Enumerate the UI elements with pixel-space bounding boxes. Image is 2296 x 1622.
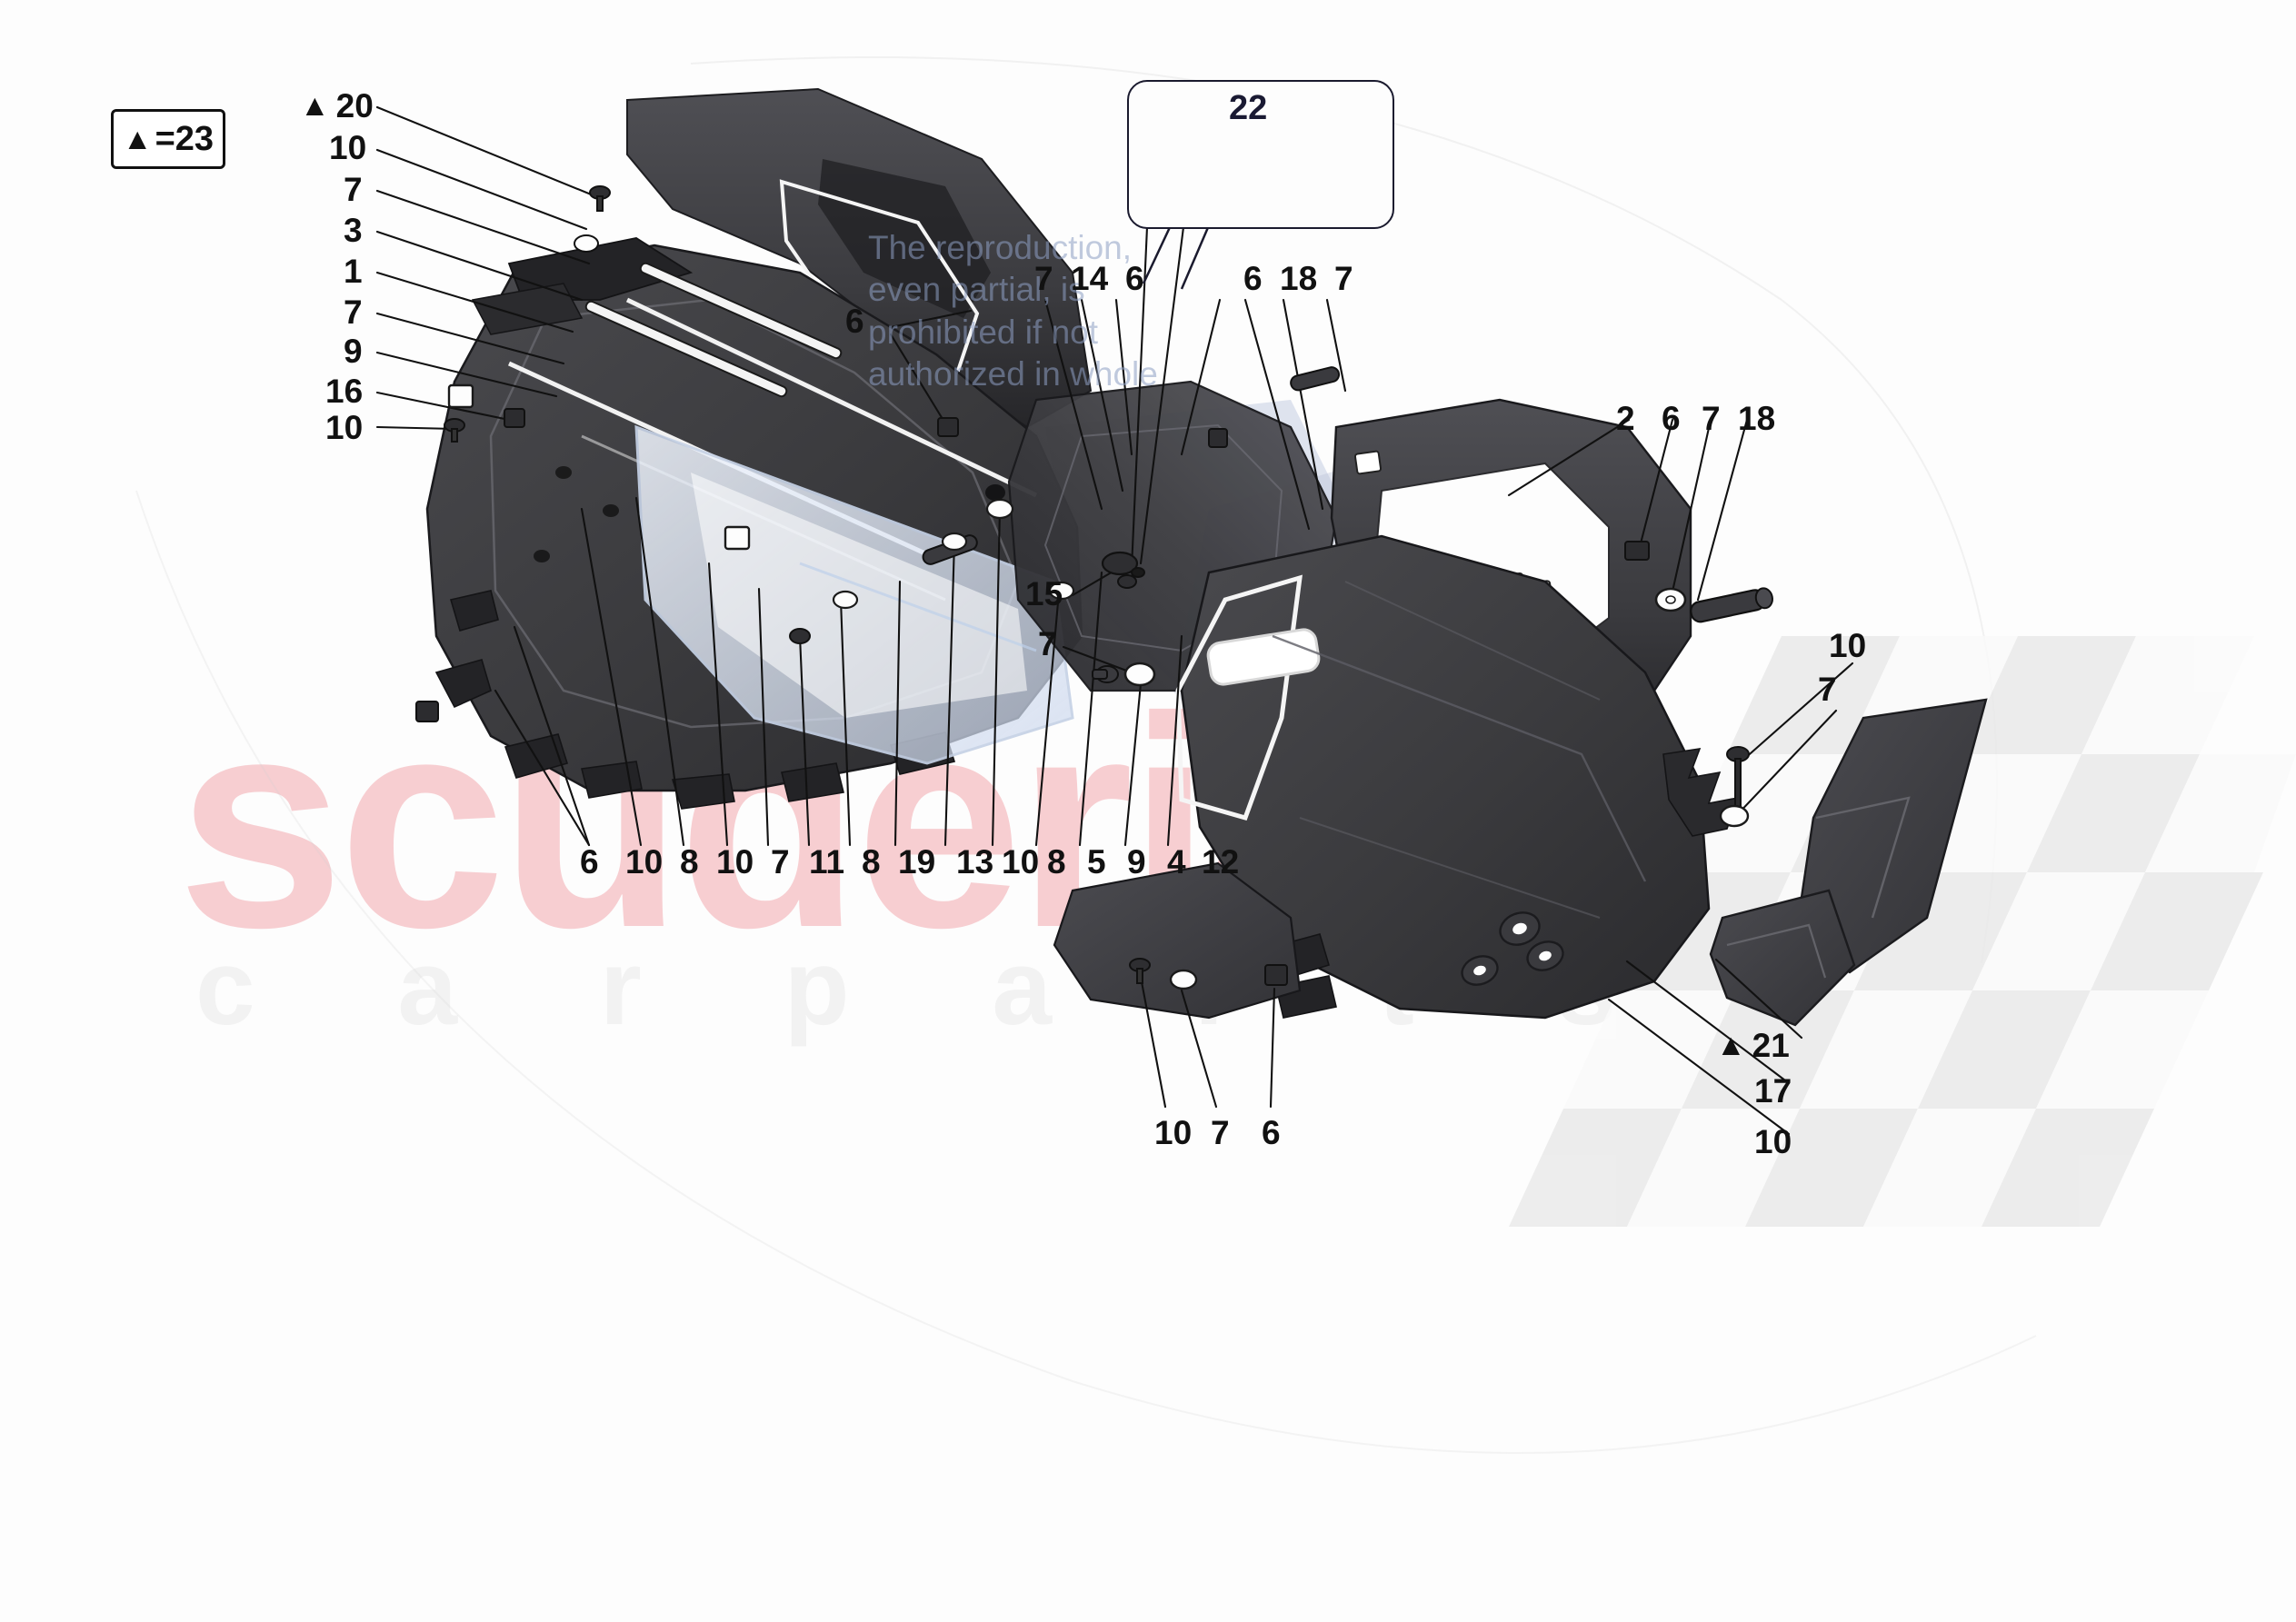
callout-botr-17: 17 <box>1754 1072 1792 1110</box>
legend-box: ▲ = 23 <box>111 109 225 169</box>
callout-left-6: 9 <box>344 333 363 370</box>
callout-left-4: 1 <box>344 253 363 290</box>
callout-bot-4: 7 <box>771 843 790 881</box>
callout-left-0: 20 <box>300 89 374 123</box>
callout-botc-2: 6 <box>1262 1114 1281 1151</box>
watermark-notice: The reproduction, even partial, is prohi… <box>868 229 1158 393</box>
callout-left-7: 16 <box>325 373 364 410</box>
callout-left-8: 10 <box>325 409 364 446</box>
callout-topB-2: 7 <box>1334 260 1353 297</box>
callout-far-7: 7 <box>1818 671 1837 708</box>
callout-topA-2: 6 <box>1125 260 1144 297</box>
callout-bot-6: 8 <box>862 843 881 881</box>
callout-right-0: 2 <box>1616 400 1635 437</box>
callout-far-10: 10 <box>1829 627 1867 664</box>
callout-topA-0: 7 <box>1034 260 1053 297</box>
callout-bot-3: 10 <box>716 843 754 881</box>
callout-right-1: 6 <box>1662 400 1681 437</box>
callout-bot-7: 19 <box>898 843 936 881</box>
callout-inner-6: 6 <box>845 303 864 340</box>
callout-topB-0: 6 <box>1243 260 1263 297</box>
callout-bot-5: 11 <box>809 843 845 881</box>
callout-botc-0: 10 <box>1154 1114 1193 1151</box>
callout-bot-2: 8 <box>680 843 699 881</box>
callout-botc-1: 7 <box>1211 1114 1230 1151</box>
callout-bot-14: 12 <box>1202 843 1240 881</box>
floor-mat-pieces <box>1709 698 1988 1027</box>
legend-equals: = <box>155 119 175 158</box>
callout-mid-7: 7 <box>1038 625 1057 662</box>
callout-bot-13: 4 <box>1167 843 1186 881</box>
callout-bot-10: 8 <box>1047 843 1066 881</box>
callout-topA-1: 14 <box>1071 260 1109 297</box>
callout-bot-12: 9 <box>1127 843 1146 881</box>
callout-right-3: 18 <box>1738 400 1776 437</box>
callout-bot-11: 5 <box>1087 843 1106 881</box>
triangle-icon: ▲ <box>122 122 153 155</box>
callout-left-2: 7 <box>344 171 363 208</box>
callout-22: 22 <box>1229 89 1268 127</box>
callout-bot-0: 6 <box>580 843 599 881</box>
callout-mid-15: 15 <box>1025 575 1063 612</box>
fasteners-group <box>415 185 1773 990</box>
callout-bot-9: 10 <box>1002 843 1040 881</box>
callout-left-1: 10 <box>329 129 367 166</box>
callout-bot-1: 10 <box>625 843 664 881</box>
callout-bot-8: 13 <box>956 843 994 881</box>
callout-left-3: 3 <box>344 212 363 249</box>
callout-topB-1: 18 <box>1280 260 1318 297</box>
callout-right-2: 7 <box>1702 400 1721 437</box>
callout-botr-21: 21 <box>1716 1029 1790 1062</box>
detail-callout-bubble <box>1127 80 1394 229</box>
callout-botr-10: 10 <box>1754 1123 1792 1160</box>
callout-left-5: 7 <box>344 294 363 331</box>
legend-value: 23 <box>175 119 215 158</box>
